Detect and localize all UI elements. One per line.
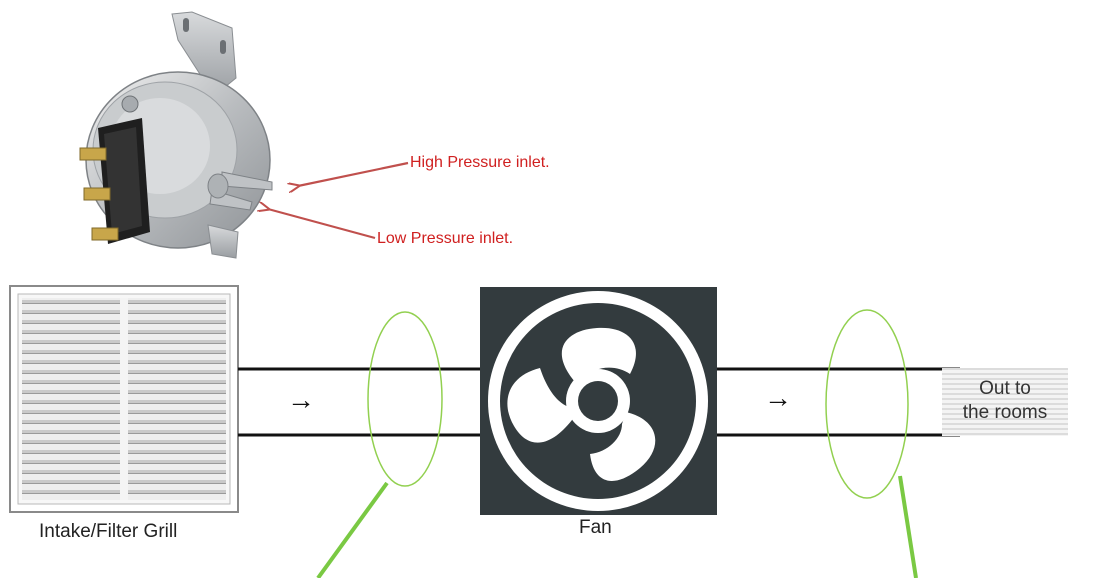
low-pressure-pointer: [268, 209, 376, 240]
intake-pressure-zone: [367, 311, 443, 487]
outlet-label-line1: Out to: [979, 378, 1031, 399]
fan-icon: [480, 287, 717, 515]
pressure-switch-photo: [79, 11, 273, 259]
intake-flow-arrow: →: [287, 384, 315, 415]
outlet-label-line2: the rooms: [962, 402, 1048, 423]
high-pressure-label: High Pressure inlet.: [410, 154, 550, 171]
low-pressure-label: Low Pressure inlet.: [377, 230, 514, 247]
outlet-register: [942, 368, 1068, 436]
high-pressure-pointer: [298, 161, 409, 186]
supply-pressure-zone: [825, 309, 909, 499]
supply-zone-pointer: [898, 475, 918, 579]
vent-grill-icon: [9, 285, 239, 513]
fan-label: Fan: [579, 517, 612, 538]
intake-label: Intake/Filter Grill: [39, 521, 178, 542]
outlet-label: Out to the rooms: [950, 377, 1060, 425]
intake-zone-pointer: [316, 481, 389, 580]
supply-flow-arrow: →: [764, 382, 792, 413]
duct: [238, 367, 960, 437]
